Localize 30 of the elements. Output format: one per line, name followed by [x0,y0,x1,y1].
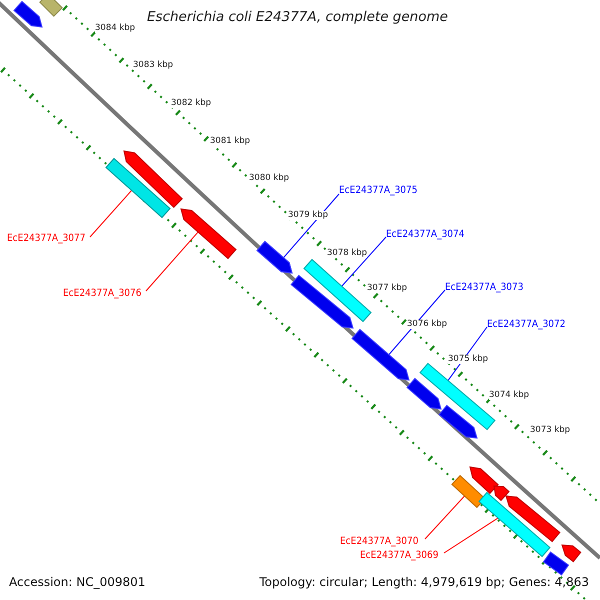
scale-label: 3073 kbp [530,426,570,434]
leader-line [90,190,132,238]
gene-feature [180,208,237,260]
accession-text: Accession: NC_009801 [9,576,146,588]
leader-line [444,518,498,554]
scale-label: 3079 kbp [288,211,328,220]
scale-label: 3074 kbp [489,391,530,400]
gene-label: EcE24377A_3075 [339,186,418,196]
scale-label: 3081 kbp [210,137,250,146]
leader-line [146,232,199,292]
gene-feature [105,158,171,218]
gene-label: EcE24377A_3073 [445,283,524,293]
map-title: Escherichia coli E24377A, complete genome [147,11,448,24]
gene-label: EcE24377A_3070 [340,537,418,547]
gene-label: EcE24377A_3069 [360,551,438,561]
scale-label: 3083 kbp [133,61,174,70]
scale-label: 3077 kbp [367,284,408,292]
leader-line [283,194,340,258]
leader-line [388,290,446,356]
gene-label: EcE24377A_3077 [7,234,86,244]
leader-line [424,496,466,540]
gene-feature [451,474,486,508]
gene-label: EcE24377A_3072 [487,320,566,330]
gene-feature [351,328,410,381]
scale-label: 3082 kbp [171,99,212,108]
gene-feature [478,492,551,558]
gene-label: EcE24377A_3076 [63,289,142,299]
scale-label: 3084 kbp [95,24,136,32]
gene-label: EcE24377A_3074 [386,230,464,240]
leader-line [341,236,386,287]
